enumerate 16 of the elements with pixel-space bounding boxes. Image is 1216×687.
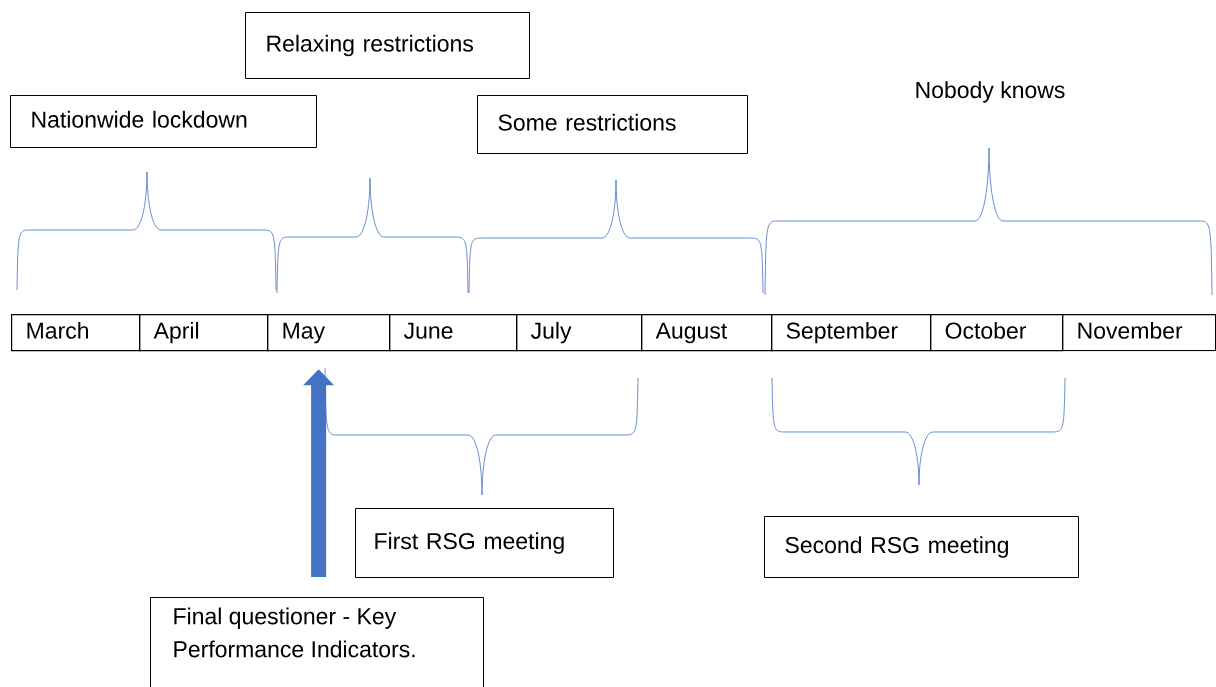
month-cell: May xyxy=(267,314,391,352)
month-cell: August xyxy=(641,314,773,352)
month-cell: April xyxy=(139,314,269,352)
month-cell: March xyxy=(11,314,141,352)
callout-box: Relaxing restrictions xyxy=(245,12,530,79)
month-cell: October xyxy=(930,314,1064,352)
callout-box: Final questioner - Key Performance Indicators. xyxy=(150,597,484,687)
callout-box: Nationwide lockdown xyxy=(10,95,317,148)
month-cell: July xyxy=(516,314,643,352)
period-label: Nobody knows xyxy=(916,81,1065,103)
callout-box: Some restrictions xyxy=(477,95,748,154)
month-cell: September xyxy=(771,314,932,352)
month-cell: November xyxy=(1062,314,1216,352)
month-cell: June xyxy=(389,314,518,352)
callout-box: Second RSG meeting xyxy=(764,516,1079,578)
callout-box: First RSG meeting xyxy=(355,508,614,578)
